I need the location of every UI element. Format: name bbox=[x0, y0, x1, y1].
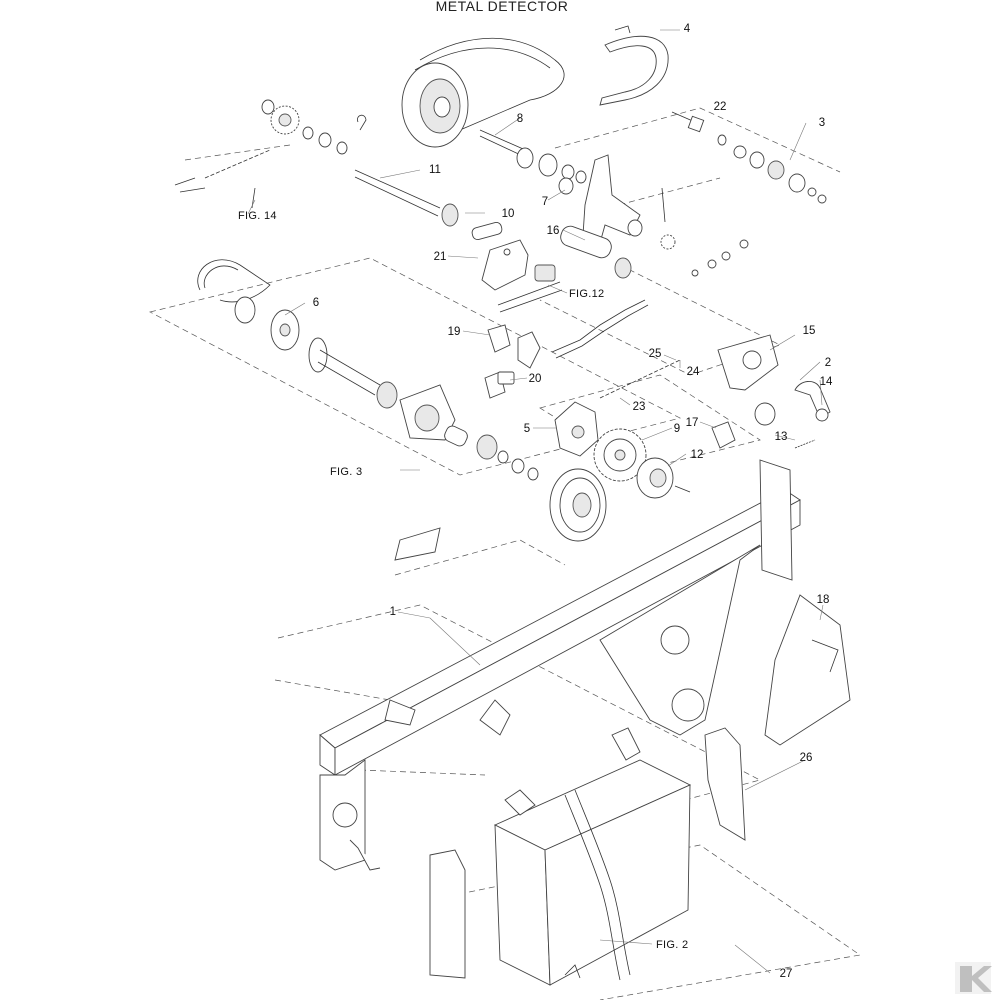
fig-ref-3: FIG. 3 bbox=[330, 466, 362, 478]
callout-21: 21 bbox=[434, 251, 447, 263]
callout-17: 17 bbox=[686, 417, 699, 429]
callout-labels: 1 2 3 4 5 6 7 8 9 10 11 12 13 14 14 15 1… bbox=[313, 23, 833, 980]
brand-logo: K bbox=[955, 962, 992, 994]
callout-20: 20 bbox=[529, 373, 542, 385]
side-cover-panel bbox=[764, 594, 851, 746]
callout-22: 22 bbox=[714, 101, 727, 113]
sprocket-shaft-assembly bbox=[261, 99, 459, 227]
callout-18: 18 bbox=[817, 594, 830, 606]
main-shaft-assembly bbox=[308, 337, 607, 542]
callout-15: 15 bbox=[803, 325, 816, 337]
callout-14: 14 bbox=[820, 376, 833, 388]
callout-25: 25 bbox=[649, 348, 662, 360]
right-bracket-assembly bbox=[711, 334, 831, 449]
callout-10: 10 bbox=[502, 208, 515, 220]
figure-references: FIG. 14 FIG.12 FIG. 3 FIG. 2 bbox=[238, 210, 688, 951]
bolt-stack bbox=[671, 111, 827, 204]
callout-1: 1 bbox=[390, 606, 396, 618]
callout-2: 2 bbox=[825, 357, 831, 369]
belt-pulley-assembly bbox=[401, 37, 587, 184]
callout-11: 11 bbox=[429, 164, 441, 176]
callout-9: 9 bbox=[674, 423, 680, 435]
fig-ref-12: FIG.12 bbox=[569, 288, 604, 300]
callout-7: 7 bbox=[542, 196, 548, 208]
fig-ref-2: FIG. 2 bbox=[656, 939, 688, 951]
callout-5: 5 bbox=[524, 423, 530, 435]
fig-ref-14: FIG. 14 bbox=[238, 210, 277, 222]
sprocket-roller-assembly bbox=[554, 401, 691, 499]
callout-19: 19 bbox=[448, 326, 461, 338]
callout-27: 27 bbox=[780, 968, 793, 980]
detector-housing bbox=[429, 727, 692, 986]
callout-26: 26 bbox=[800, 752, 813, 764]
callout-3: 3 bbox=[819, 117, 825, 129]
idler-arm-assembly bbox=[471, 154, 676, 313]
callout-24: 24 bbox=[687, 366, 700, 378]
callout-8: 8 bbox=[517, 113, 523, 125]
callout-16: 16 bbox=[547, 225, 560, 237]
roller-chain bbox=[174, 149, 271, 209]
diagram-title: METAL DETECTOR bbox=[436, 0, 569, 14]
v-belt-left bbox=[197, 259, 300, 351]
main-frame bbox=[319, 459, 801, 871]
side-hardware bbox=[691, 239, 749, 277]
callout-4: 4 bbox=[684, 23, 691, 35]
callout-23: 23 bbox=[633, 401, 646, 413]
assembly-planes bbox=[149, 107, 861, 1000]
callout-12: 12 bbox=[691, 449, 704, 461]
callout-6: 6 bbox=[313, 297, 319, 309]
lower-chain-brackets bbox=[484, 299, 681, 399]
mounting-bracket bbox=[704, 727, 746, 841]
spring-clip bbox=[599, 25, 669, 106]
callout-13: 13 bbox=[775, 431, 788, 443]
leader-lines bbox=[247, 29, 824, 974]
